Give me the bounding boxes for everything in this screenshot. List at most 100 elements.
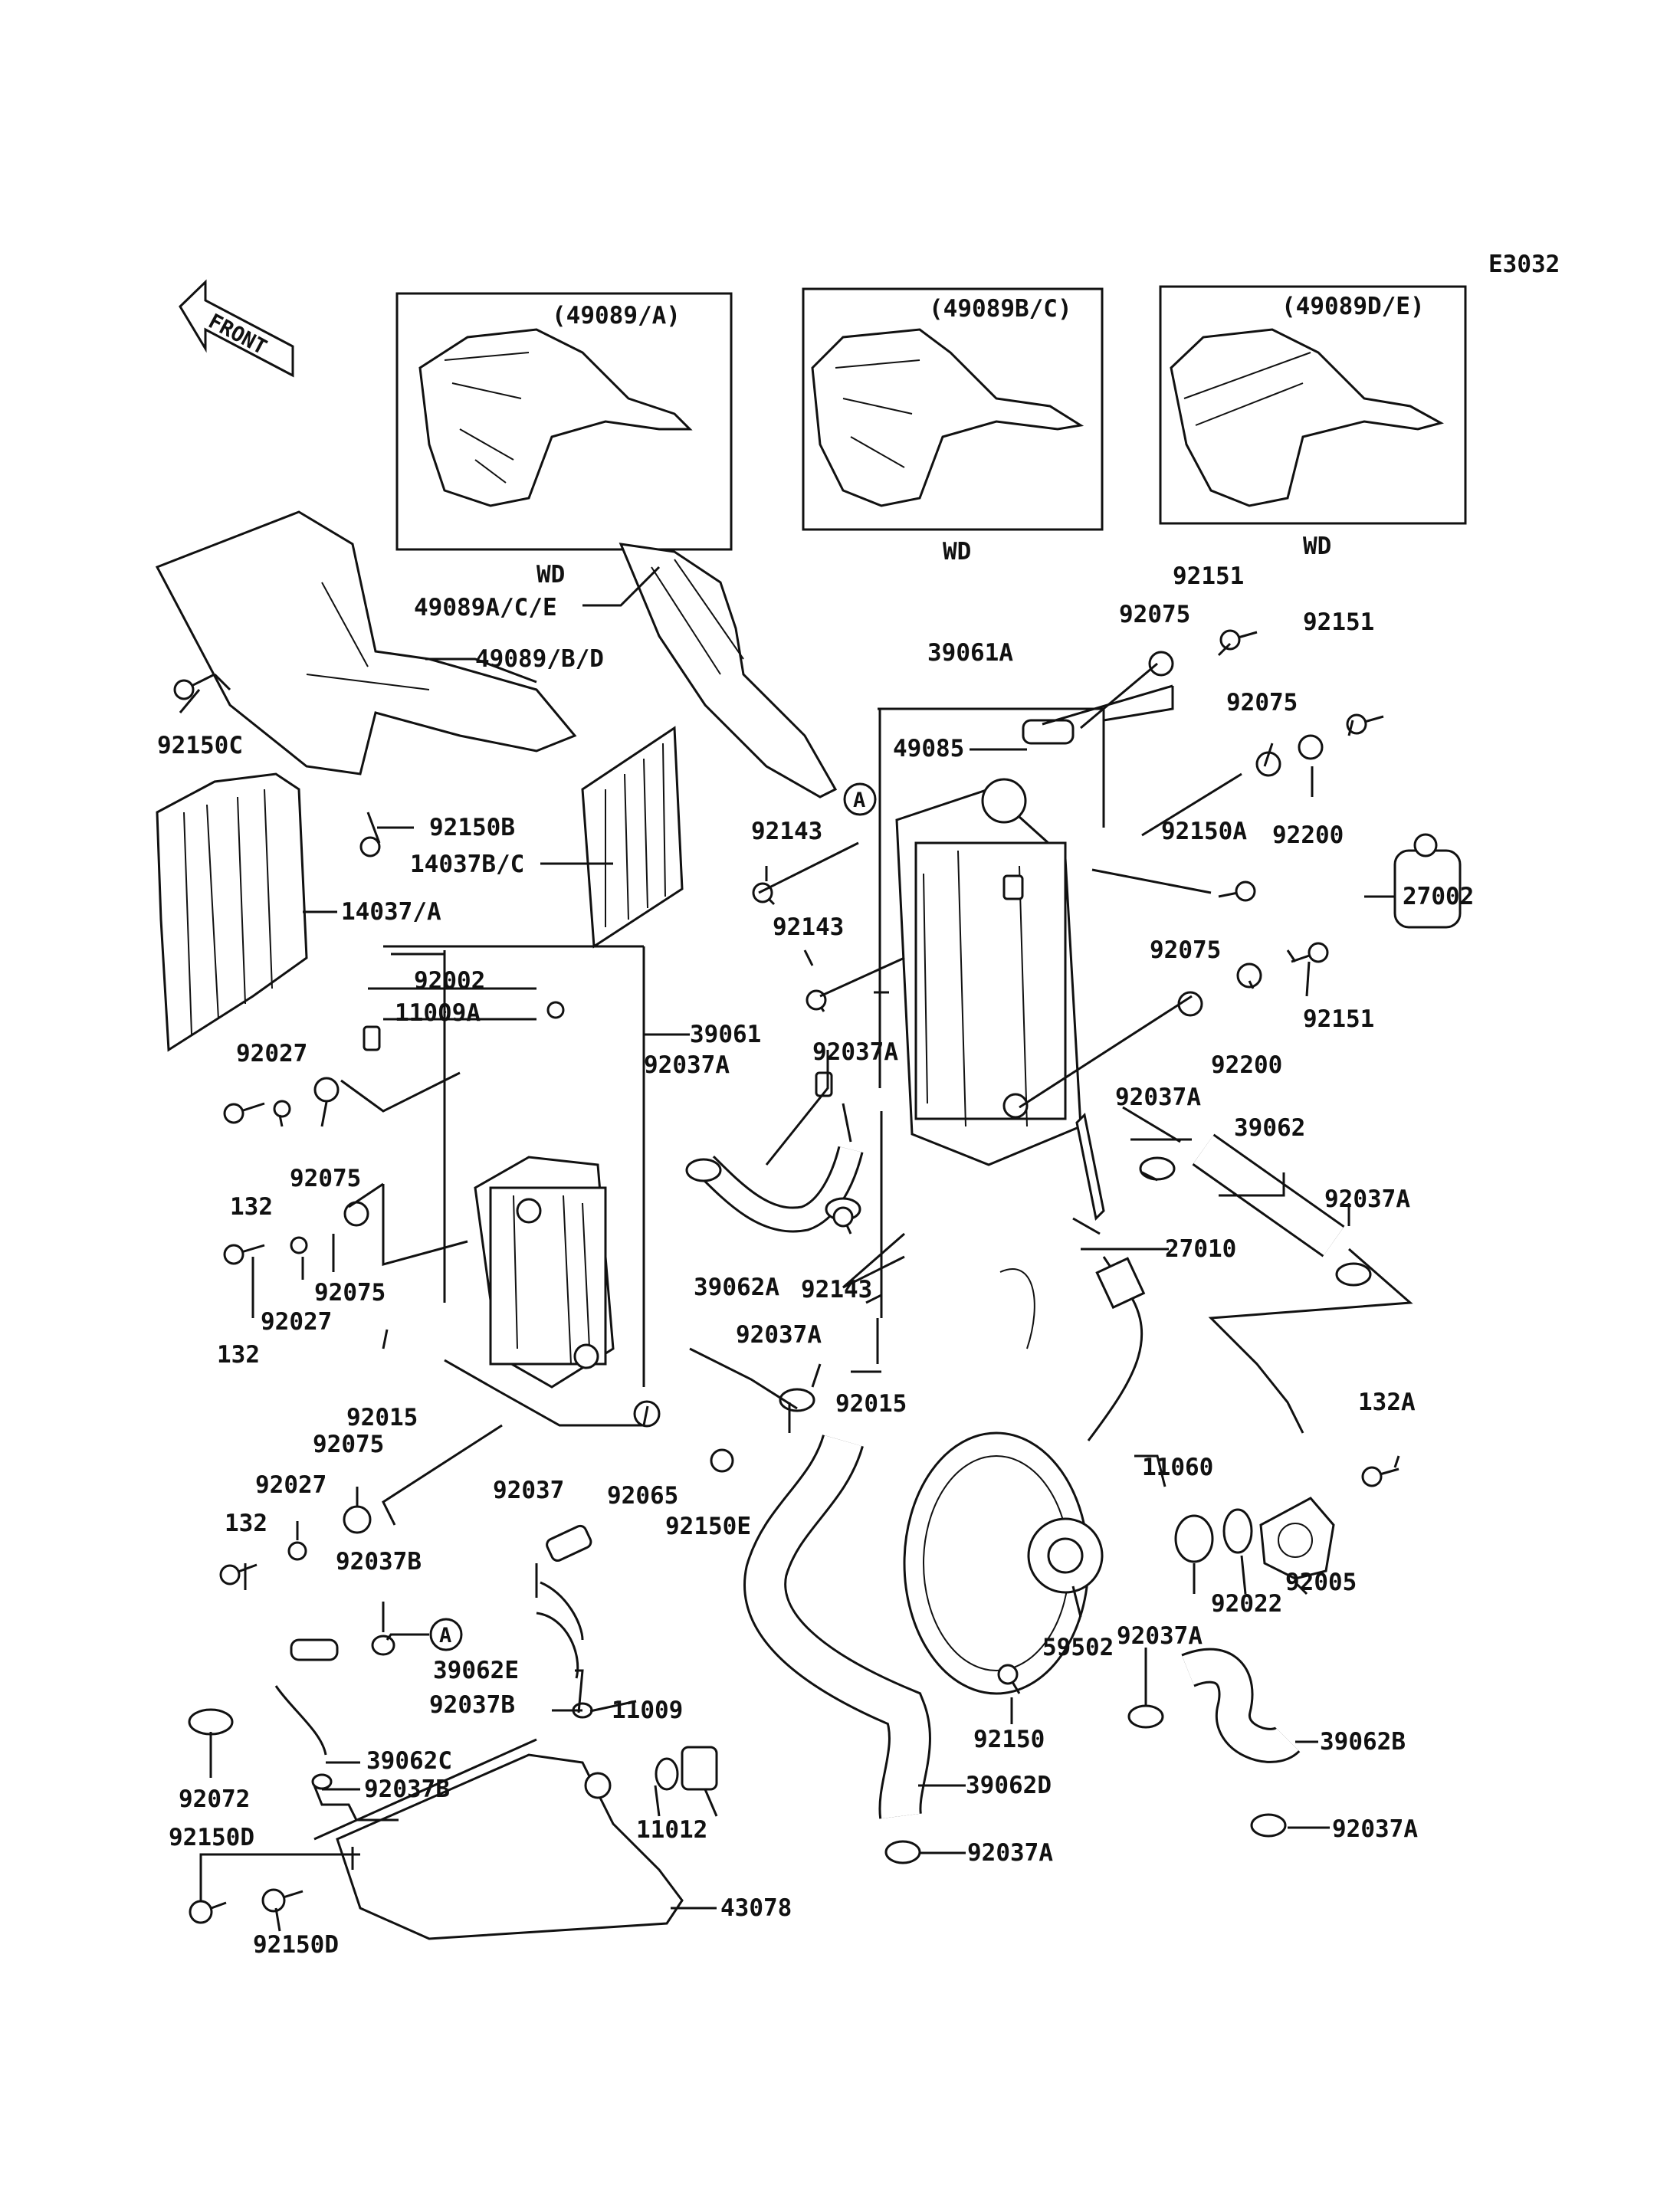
label-11012: 11012	[636, 1816, 707, 1844]
label-92200-1: 92200	[1272, 821, 1344, 849]
label-132-2: 132	[217, 1341, 260, 1369]
label-49089bd: 49089/B/D	[475, 645, 604, 673]
label-92151-1: 92151	[1173, 562, 1244, 590]
label-92037a-4: 92037A	[1324, 1185, 1410, 1213]
inset-bc-caption: WD	[943, 538, 971, 566]
label-92150a: 92150A	[1161, 818, 1247, 845]
label-92037a-2: 92037A	[812, 1038, 898, 1066]
label-132-1: 132	[230, 1193, 273, 1221]
inset-a-caption: WD	[536, 561, 565, 589]
label-92075-2: 92075	[1226, 689, 1298, 716]
label-92037a-1: 92037A	[644, 1051, 730, 1079]
label-92072: 92072	[179, 1785, 250, 1813]
leader-lines	[179, 566, 1413, 1932]
label-92037a-8: 92037A	[967, 1839, 1053, 1867]
label-11060: 11060	[1142, 1454, 1213, 1481]
bolts	[173, 629, 1399, 1924]
label-92143-3: 92143	[801, 1276, 872, 1303]
label-39061: 39061	[690, 1021, 761, 1048]
label-92075-4: 92075	[290, 1165, 361, 1192]
small-parts	[188, 651, 1462, 1864]
label-92150b: 92150B	[429, 814, 515, 841]
shroud-right	[619, 543, 838, 798]
label-92015-1: 92015	[346, 1404, 418, 1431]
label-92027-2: 92027	[261, 1308, 332, 1336]
label-92037a-6: 92037A	[1117, 1622, 1203, 1650]
inset-49089-a: (49089/A) WD	[395, 292, 733, 589]
label-27010: 27010	[1165, 1235, 1236, 1263]
hose-39062b-inner	[1182, 1650, 1299, 1761]
callout-a-bottom: A	[429, 1618, 463, 1651]
label-92143-1: 92143	[751, 818, 822, 845]
label-92075-1: 92075	[1119, 601, 1190, 628]
label-92150: 92150	[973, 1726, 1045, 1753]
label-92027-1: 92027	[236, 1040, 307, 1067]
label-43078: 43078	[720, 1894, 792, 1922]
reservoir-tank	[313, 1738, 684, 1940]
label-92065: 92065	[607, 1482, 678, 1510]
label-49085: 49085	[893, 735, 964, 762]
label-92143-2: 92143	[773, 913, 844, 941]
label-92075-5: 92075	[314, 1279, 386, 1307]
label-92037b-3: 92037B	[364, 1776, 450, 1803]
label-92037: 92037	[493, 1477, 564, 1504]
hose-39062d-inner	[746, 1435, 929, 1819]
label-92150d-1: 92150D	[169, 1824, 254, 1851]
label-92150c: 92150C	[157, 732, 243, 759]
label-92075-3: 92075	[1150, 936, 1221, 964]
label-14037bc: 14037B/C	[410, 851, 524, 878]
label-14037a: 14037/A	[341, 898, 441, 926]
callout-a-bottom-text: A	[439, 1624, 451, 1648]
label-92150e: 92150E	[665, 1513, 751, 1540]
radiator-right	[895, 778, 1082, 1166]
label-39062a: 39062A	[694, 1274, 779, 1301]
label-92037a-7: 92037A	[1332, 1815, 1418, 1843]
inset-bc-label: (49089B/C)	[929, 295, 1072, 323]
fan-assembly	[903, 1256, 1146, 1695]
callout-a-top: A	[843, 782, 877, 816]
label-132a: 132A	[1358, 1389, 1416, 1416]
label-11009: 11009	[612, 1697, 683, 1724]
label-39062c: 39062C	[366, 1747, 452, 1775]
label-39062e: 39062E	[433, 1657, 519, 1684]
part-labels: 49089A/C/E 49089/B/D 92150C 92150B 14037…	[157, 562, 1474, 1959]
label-39062: 39062	[1234, 1114, 1305, 1142]
label-92002: 92002	[414, 967, 485, 995]
label-92037a-5: 92037A	[736, 1321, 822, 1349]
diagram-code: E3032	[1488, 251, 1560, 278]
radiator-left	[474, 1156, 615, 1389]
callout-a-top-text: A	[853, 789, 865, 812]
label-92200-2: 92200	[1211, 1051, 1282, 1079]
label-92151-2: 92151	[1303, 608, 1374, 636]
pump-cover-92005	[1259, 1497, 1335, 1580]
label-132-3: 132	[225, 1510, 267, 1537]
label-49089ace: 49089A/C/E	[414, 594, 557, 621]
label-92037a-3: 92037A	[1115, 1084, 1201, 1111]
inset-49089-de: (49089D/E) WD	[1159, 285, 1467, 560]
radiator-guard-right	[581, 726, 684, 949]
front-arrow-icon: FRONT	[179, 279, 294, 378]
label-39062b: 39062B	[1320, 1728, 1406, 1756]
inset-de-caption: WD	[1303, 533, 1331, 560]
inset-de-label: (49089D/E)	[1281, 293, 1425, 320]
label-11009a: 11009A	[395, 999, 481, 1027]
label-92015-2: 92015	[835, 1390, 907, 1418]
radiator-guard-left	[156, 772, 308, 1052]
label-59502: 59502	[1042, 1634, 1114, 1661]
label-92151-3: 92151	[1303, 1005, 1374, 1033]
label-92027-3: 92027	[255, 1471, 326, 1499]
label-92075-6: 92075	[313, 1431, 384, 1458]
label-92037b-1: 92037B	[336, 1548, 422, 1576]
shroud-left	[155, 510, 577, 776]
hose-39062a-inner	[697, 1146, 861, 1231]
label-92005: 92005	[1285, 1569, 1357, 1596]
label-27002: 27002	[1403, 883, 1474, 910]
label-92150d-2: 92150D	[253, 1931, 339, 1959]
label-92037b-2: 92037B	[429, 1691, 515, 1719]
label-39062d: 39062D	[966, 1772, 1052, 1799]
inset-49089-bc: (49089B/C) WD	[802, 287, 1104, 566]
inset-a-label: (49089/A)	[552, 302, 681, 330]
label-92022: 92022	[1211, 1590, 1282, 1618]
label-39061a: 39061A	[927, 639, 1013, 667]
